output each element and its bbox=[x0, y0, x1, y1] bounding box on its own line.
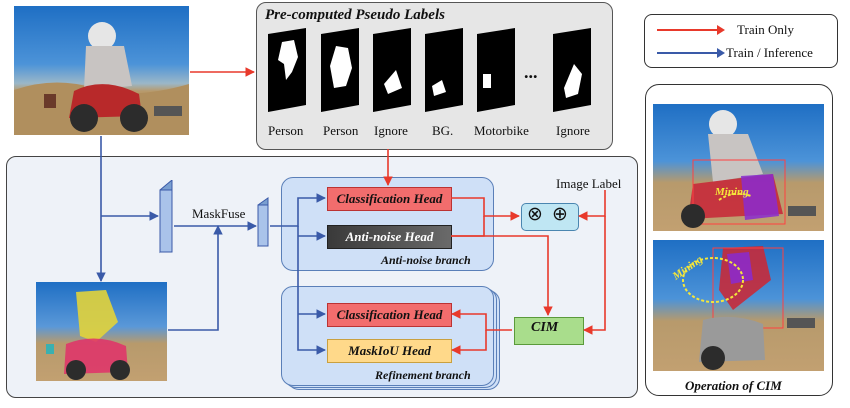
input-image bbox=[14, 6, 189, 135]
segmentation-image bbox=[36, 282, 167, 381]
pseudo-label-5: Motorbike bbox=[474, 123, 529, 138]
mining-label-top: Mining bbox=[715, 186, 749, 198]
ellipsis: ... bbox=[524, 62, 538, 82]
feature-blocks bbox=[159, 180, 269, 254]
cim-top-illustration bbox=[681, 110, 816, 228]
otimes-operator: ⊗ bbox=[527, 203, 543, 225]
arrow-cim-to-heads bbox=[451, 309, 512, 331]
maskfuse-label: MaskFuse bbox=[192, 206, 246, 221]
refinement-branch-title: Refinement branch bbox=[375, 368, 471, 382]
mask-person-2 bbox=[321, 28, 359, 112]
legend-train-only: Train Only bbox=[737, 22, 794, 37]
rider-illustration bbox=[14, 22, 189, 135]
legend-box bbox=[644, 14, 838, 68]
image-label-text: Image Label bbox=[556, 176, 622, 191]
pseudo-label-6: Ignore bbox=[556, 123, 590, 138]
mask-ignore-2 bbox=[553, 28, 591, 112]
cim-bottom-illustration bbox=[682, 246, 815, 370]
classification-head-top: Classification Head bbox=[327, 187, 452, 211]
segmentation-illustration bbox=[46, 290, 130, 380]
arrow-class-to-op bbox=[451, 197, 520, 221]
mask-thumbnails bbox=[268, 28, 591, 112]
pseudo-label-1: Person bbox=[268, 123, 304, 138]
cim-panel-title: Operation of CIM bbox=[685, 378, 782, 393]
cim-label: CIM bbox=[531, 320, 559, 335]
maskiou-head: MaskIoU Head bbox=[327, 339, 452, 363]
pseudo-label-4: BG. bbox=[432, 123, 454, 138]
refinement-branch bbox=[281, 286, 494, 386]
cim-example-top: Mining bbox=[653, 104, 824, 231]
anti-noise-branch-title: Anti-noise branch bbox=[381, 253, 471, 267]
mask-person-1 bbox=[268, 28, 306, 112]
mask-ignore-1 bbox=[373, 28, 411, 112]
cim-example-bottom: Mining bbox=[653, 240, 824, 371]
operator-box bbox=[521, 203, 579, 231]
arrow-imagelabel bbox=[578, 190, 606, 221]
arrow-fuse-to-heads bbox=[270, 193, 326, 227]
mask-background bbox=[425, 28, 463, 112]
oplus-operator: ⊕ bbox=[552, 203, 568, 225]
arrow-seg-to-fuse bbox=[168, 225, 223, 331]
pseudo-labels-title: Pre-computed Pseudo Labels bbox=[265, 7, 445, 23]
legend-train-inference: Train / Inference bbox=[726, 45, 813, 60]
classification-head-bottom: Classification Head bbox=[327, 303, 452, 327]
anti-noise-head: Anti-noise Head bbox=[327, 225, 452, 249]
legend-arrows bbox=[657, 25, 725, 58]
pseudo-label-2: Person bbox=[323, 123, 359, 138]
mask-motorbike bbox=[477, 28, 515, 112]
arrow-antinoise-to-cim bbox=[451, 235, 553, 316]
pseudo-label-3: Ignore bbox=[374, 123, 408, 138]
